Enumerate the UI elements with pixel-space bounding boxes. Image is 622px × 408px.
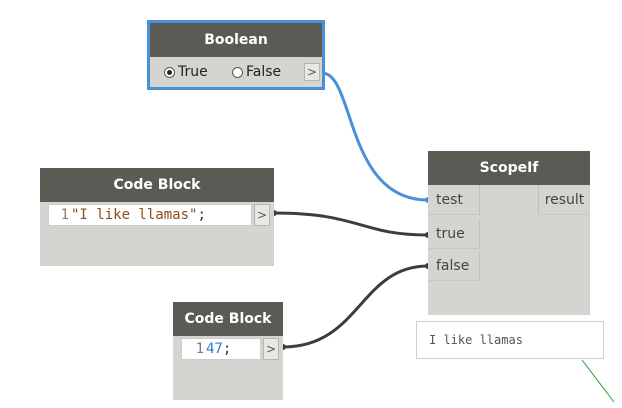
wire-codeblock2-to-false[interactable] bbox=[282, 264, 429, 349]
node-preview-bubble: I like llamas bbox=[416, 321, 604, 359]
code-block-1-output-port[interactable]: > bbox=[254, 204, 270, 226]
boolean-node[interactable]: Boolean True False > bbox=[147, 20, 325, 90]
scopeif-node-title: ScopeIf bbox=[428, 151, 590, 185]
boolean-radio-group: True False bbox=[150, 57, 305, 87]
code-block-1-string: "I like llamas" bbox=[71, 207, 198, 223]
radio-true[interactable]: True bbox=[164, 64, 208, 80]
wire-boolean-to-test[interactable] bbox=[321, 71, 429, 202]
scopeif-input-true[interactable]: true bbox=[428, 219, 480, 249]
radio-false-indicator bbox=[232, 66, 243, 78]
code-block-2-semicolon: ; bbox=[222, 341, 232, 357]
code-block-1-line-number: 1 bbox=[60, 207, 69, 223]
preview-value: I like llamas bbox=[429, 333, 523, 347]
scopeif-output-result[interactable]: result bbox=[538, 185, 590, 215]
scopeif-node[interactable]: ScopeIf test true false result bbox=[428, 151, 590, 315]
code-block-2-output-port[interactable]: > bbox=[263, 338, 279, 360]
radio-true-indicator bbox=[164, 66, 175, 78]
preview-leader-line bbox=[581, 359, 615, 403]
code-block-1-semicolon: ; bbox=[197, 207, 206, 223]
code-block-node-1[interactable]: Code Block 1"I like llamas"; > bbox=[40, 168, 274, 266]
boolean-node-title: Boolean bbox=[150, 23, 322, 57]
code-block-2-number: 47 bbox=[206, 341, 223, 357]
code-block-2-title: Code Block bbox=[173, 302, 283, 336]
radio-false[interactable]: False bbox=[232, 64, 281, 80]
code-block-2-line-number: 1 bbox=[195, 341, 204, 357]
code-block-1-editor[interactable]: 1"I like llamas"; bbox=[48, 204, 252, 226]
boolean-output-port[interactable]: > bbox=[304, 63, 320, 81]
radio-false-label: False bbox=[246, 64, 282, 80]
wire-codeblock1-to-true[interactable] bbox=[273, 211, 429, 237]
scopeif-body: test true false result bbox=[428, 185, 590, 315]
scopeif-input-test[interactable]: test bbox=[428, 185, 480, 215]
scopeif-input-false[interactable]: false bbox=[428, 251, 480, 281]
radio-true-label: True bbox=[178, 64, 208, 80]
code-block-1-title: Code Block bbox=[40, 168, 274, 202]
